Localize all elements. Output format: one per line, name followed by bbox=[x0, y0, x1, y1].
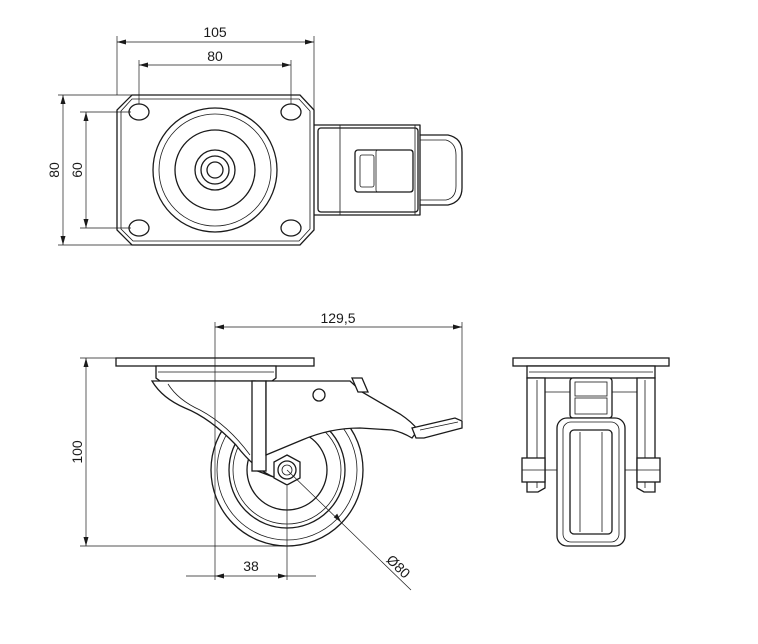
side-view-fork bbox=[150, 380, 277, 479]
side-view-brake-lever bbox=[265, 377, 463, 456]
dim-offset: 38 bbox=[243, 558, 259, 574]
dim-wheel-diameter: Ø80 bbox=[383, 551, 413, 581]
front-view-brake bbox=[569, 377, 613, 419]
dim-total-height: 100 bbox=[69, 440, 85, 464]
side-view-swivel-head bbox=[155, 365, 277, 382]
mounting-hole bbox=[280, 219, 302, 237]
side-view: 129,5 100 38 Ø80 bbox=[69, 310, 463, 591]
top-view: 105 80 80 60 bbox=[46, 24, 463, 246]
front-view bbox=[512, 357, 670, 547]
top-view-dimensions: 105 80 80 60 bbox=[46, 24, 315, 246]
front-view-wheel bbox=[556, 417, 626, 547]
top-view-swivel-bearing bbox=[152, 107, 278, 233]
front-view-axle-nuts bbox=[521, 457, 661, 483]
dim-total-length: 129,5 bbox=[320, 310, 355, 326]
front-view-top-plate bbox=[512, 357, 670, 367]
dim-hole-spacing-x: 80 bbox=[207, 48, 223, 64]
dim-plate-height: 80 bbox=[46, 162, 62, 178]
dim-plate-width: 105 bbox=[203, 24, 227, 40]
top-view-brake-housing bbox=[313, 124, 463, 216]
dim-hole-spacing-y: 60 bbox=[69, 162, 85, 178]
front-view-swivel-head bbox=[526, 365, 656, 379]
